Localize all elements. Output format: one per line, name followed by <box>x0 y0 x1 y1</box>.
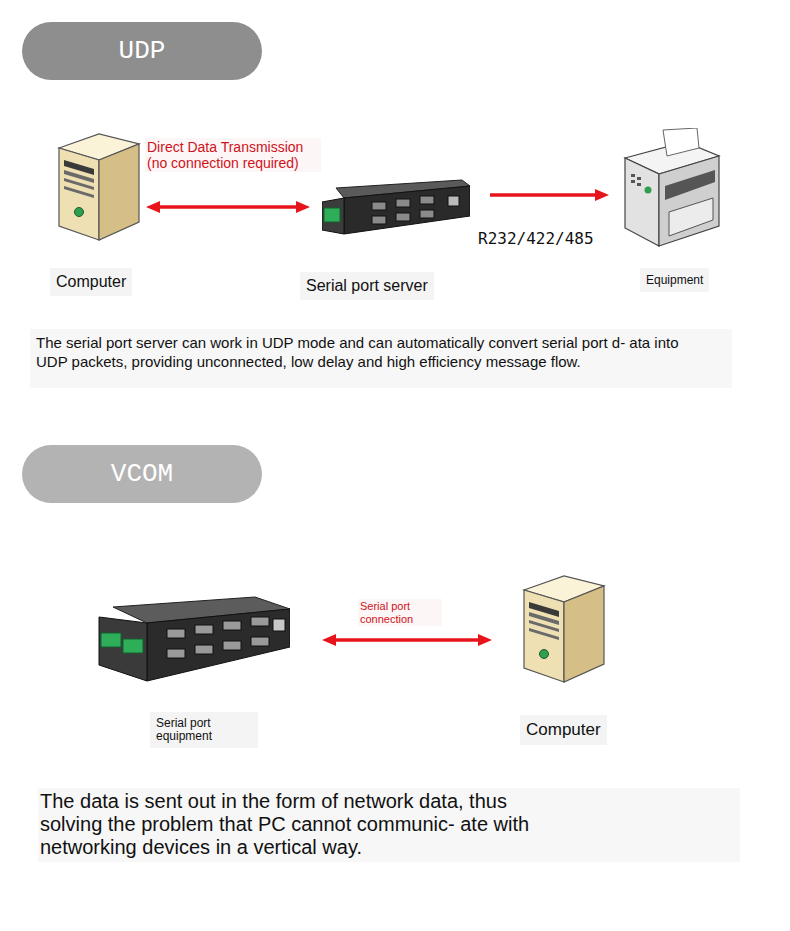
device-node: Equipment <box>615 128 723 252</box>
connector-label: Serial port connection <box>358 599 442 626</box>
arrow-connector <box>146 201 310 213</box>
section-pill: UDP <box>22 22 262 80</box>
device-node: Computer <box>520 572 612 690</box>
device-label: Serial port equipment <box>150 712 258 748</box>
device-node: Computer <box>55 130 143 242</box>
device-illustration <box>95 595 290 683</box>
connector-label: Direct Data Transmission (no connection … <box>145 138 321 172</box>
device-illustration <box>615 128 723 252</box>
description-text: The serial port server can work in UDP m… <box>36 333 696 371</box>
description-panel: The serial port server can work in UDP m… <box>30 329 732 388</box>
description-text: The data is sent out in the form of netw… <box>40 790 560 859</box>
connector-label: R232/422/485 <box>476 229 596 249</box>
section-title: VCOM <box>111 459 173 489</box>
device-illustration <box>520 572 612 690</box>
device-illustration <box>55 130 143 242</box>
device-label: Computer <box>520 715 607 745</box>
device-node: Serial port equipment <box>95 595 290 683</box>
device-label: Equipment <box>640 268 709 292</box>
device-label: Computer <box>50 268 132 296</box>
device-illustration <box>322 178 470 236</box>
arrow-connector <box>490 189 609 201</box>
device-label: Serial port server <box>300 272 434 300</box>
description-panel: The data is sent out in the form of netw… <box>38 788 740 862</box>
arrow-connector <box>322 634 492 646</box>
section-title: UDP <box>119 36 166 66</box>
device-node: Serial port server <box>322 178 470 236</box>
section-pill: VCOM <box>22 445 262 503</box>
